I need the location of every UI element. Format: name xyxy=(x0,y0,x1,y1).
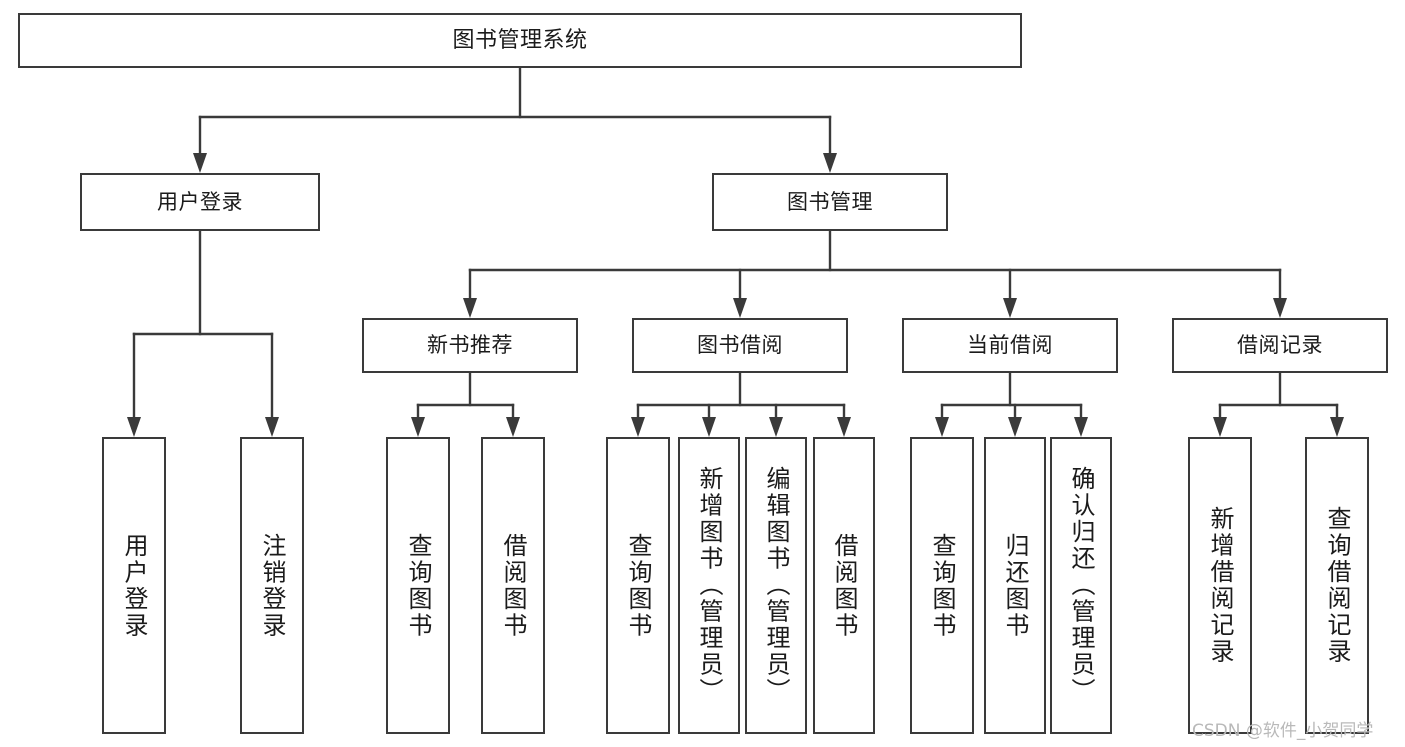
node-leaf-bor-edit[interactable]: 编辑图书（管理员） xyxy=(745,437,807,734)
node-label-leaf-new-query: 查询图书 xyxy=(404,532,432,639)
node-bookmgmt[interactable]: 图书管理 xyxy=(712,173,948,231)
conn-borrow-arrow-1 xyxy=(702,417,716,437)
conn-current-arrow-2 xyxy=(1074,417,1088,437)
node-label-record: 借阅记录 xyxy=(1237,333,1323,358)
node-label-leaf-rec-add: 新增借阅记录 xyxy=(1206,506,1234,665)
conn-current-arrow-1 xyxy=(1008,417,1022,437)
node-leaf-cur-query[interactable]: 查询图书 xyxy=(910,437,974,734)
conn-login-arrow-1 xyxy=(265,417,279,437)
node-record[interactable]: 借阅记录 xyxy=(1172,318,1388,373)
watermark-text: CSDN @软件_小贺同学 xyxy=(1192,721,1374,741)
conn-newbook-arrow-0 xyxy=(411,417,425,437)
conn-bookmgmt-arrow-2 xyxy=(1003,298,1017,318)
node-leaf-user-login[interactable]: 用户登录 xyxy=(102,437,166,734)
node-label-leaf-bor-query: 查询图书 xyxy=(624,532,652,639)
node-leaf-cur-return[interactable]: 归还图书 xyxy=(984,437,1046,734)
node-label-leaf-cur-return: 归还图书 xyxy=(1001,532,1029,639)
conn-borrow-arrow-2 xyxy=(769,417,783,437)
conn-root-arrow-0 xyxy=(193,153,207,173)
node-label-leaf-cur-query: 查询图书 xyxy=(928,532,956,639)
node-label-current: 当前借阅 xyxy=(967,333,1053,358)
conn-bookmgmt-arrow-0 xyxy=(463,298,477,318)
node-current[interactable]: 当前借阅 xyxy=(902,318,1118,373)
conn-record-arrow-1 xyxy=(1330,417,1344,437)
node-label-leaf-bor-lend: 借阅图书 xyxy=(830,532,858,639)
node-login[interactable]: 用户登录 xyxy=(80,173,320,231)
node-label-leaf-user-logout: 注销登录 xyxy=(258,532,286,639)
conn-newbook-arrow-1 xyxy=(506,417,520,437)
conn-current-arrow-0 xyxy=(935,417,949,437)
node-leaf-bor-query[interactable]: 查询图书 xyxy=(606,437,670,734)
conn-borrow-arrow-0 xyxy=(631,417,645,437)
node-leaf-bor-add[interactable]: 新增图书（管理员） xyxy=(678,437,740,734)
node-label-leaf-bor-edit: 编辑图书（管理员） xyxy=(762,466,790,705)
node-label-leaf-user-login: 用户登录 xyxy=(120,532,148,639)
node-label-login: 用户登录 xyxy=(157,189,243,214)
node-leaf-user-logout[interactable]: 注销登录 xyxy=(240,437,304,734)
node-label-root: 图书管理系统 xyxy=(452,27,588,53)
node-root[interactable]: 图书管理系统 xyxy=(18,13,1022,68)
conn-borrow-arrow-3 xyxy=(837,417,851,437)
node-leaf-bor-lend[interactable]: 借阅图书 xyxy=(813,437,875,734)
conn-record-arrow-0 xyxy=(1213,417,1227,437)
node-label-leaf-cur-confirm: 确认归还（管理员） xyxy=(1067,466,1095,705)
node-borrow[interactable]: 图书借阅 xyxy=(632,318,848,373)
conn-bookmgmt-arrow-3 xyxy=(1273,298,1287,318)
node-label-borrow: 图书借阅 xyxy=(697,333,783,358)
node-label-leaf-rec-query: 查询借阅记录 xyxy=(1323,506,1351,665)
node-leaf-new-query[interactable]: 查询图书 xyxy=(386,437,450,734)
conn-root-arrow-1 xyxy=(823,153,837,173)
node-leaf-rec-query[interactable]: 查询借阅记录 xyxy=(1305,437,1369,734)
conn-bookmgmt-arrow-1 xyxy=(733,298,747,318)
node-leaf-cur-confirm[interactable]: 确认归还（管理员） xyxy=(1050,437,1112,734)
node-label-newbook: 新书推荐 xyxy=(427,333,513,358)
node-label-leaf-new-borrow: 借阅图书 xyxy=(499,532,527,639)
node-leaf-rec-add[interactable]: 新增借阅记录 xyxy=(1188,437,1252,734)
conn-login-arrow-0 xyxy=(127,417,141,437)
node-label-leaf-bor-add: 新增图书（管理员） xyxy=(695,466,723,705)
node-leaf-new-borrow[interactable]: 借阅图书 xyxy=(481,437,545,734)
node-label-bookmgmt: 图书管理 xyxy=(787,189,873,214)
node-newbook[interactable]: 新书推荐 xyxy=(362,318,578,373)
